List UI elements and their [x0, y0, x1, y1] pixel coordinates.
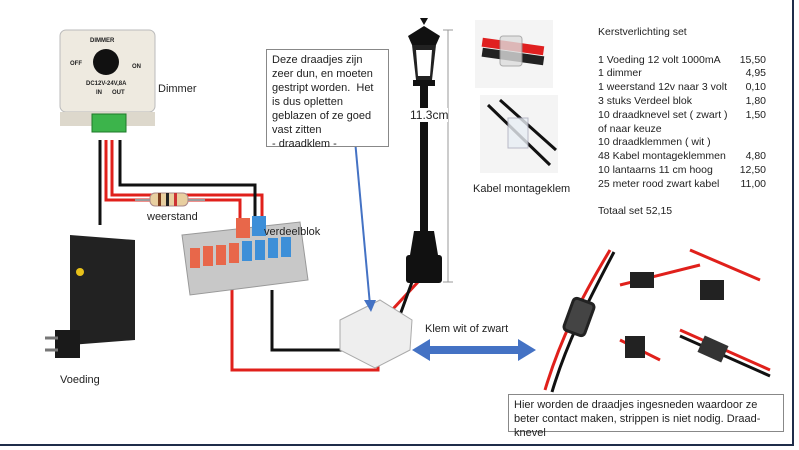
red-wire-lamp: [390, 280, 420, 312]
parts-item-name: 1 weerstand 12v naar 3 volt: [598, 81, 727, 94]
height-label: 11.3cm: [410, 108, 449, 122]
note-draadknevel: Hier worden de draadjes ingesneden waard…: [508, 394, 784, 439]
power-adapter-icon: [45, 235, 135, 358]
parts-item-name: 3 stuks Verdeel blok: [598, 94, 692, 107]
parts-item-price: 1,50: [745, 108, 766, 121]
parts-item: 1 Voeding 12 volt 1000mA 15,50: [598, 54, 766, 68]
klem-label: Klem wit of zwart: [425, 323, 509, 335]
pointer-arrow: [354, 139, 376, 312]
voeding-label: Voeding: [60, 374, 100, 386]
dimmer-in: IN: [96, 90, 102, 96]
parts-item-name: 1 dimmer: [598, 67, 642, 80]
verdeelblok-label: verdeelblok: [264, 226, 321, 238]
parts-list: Kerstverlichting set 1 Voeding 12 volt 1…: [598, 26, 766, 219]
verdeelblok-icon: [181, 216, 309, 296]
black-wire-dimmer: [118, 140, 257, 225]
dimmer-device: DIMMER OFF ON DC12V-24V,8A IN OUT: [59, 29, 156, 133]
weerstand-label: weerstand: [147, 211, 198, 223]
parts-item-price: 1,80: [745, 94, 766, 107]
dimmer-label: Dimmer: [158, 83, 197, 95]
dimmer-off: OFF: [70, 61, 82, 67]
parts-item-name: 25 meter rood zwart kabel: [598, 177, 720, 190]
parts-total: Totaal set 52,15: [598, 205, 673, 218]
parts-item: 1 dimmer 4,95: [598, 67, 766, 81]
parts-item-price: 4,80: [745, 150, 766, 163]
lantern-icon: [406, 18, 442, 283]
parts-item: 48 Kabel montageklemmen 4,80: [598, 150, 766, 164]
dimmer-on: ON: [132, 64, 141, 70]
parts-item-name: 48 Kabel montageklemmen: [598, 150, 726, 163]
parts-item: 10 lantaarns 11 cm hoog 12,50: [598, 164, 766, 178]
height-marker: [443, 29, 453, 283]
parts-item: 10 draadklemmen ( wit ): [598, 136, 766, 150]
parts-item-name: 10 lantaarns 11 cm hoog: [598, 163, 713, 176]
parts-title: Kerstverlichting set: [598, 26, 687, 38]
parts-item-price: 4,95: [745, 67, 766, 80]
parts-item-name: 10 draadknevel set ( zwart ): [598, 108, 728, 121]
double-arrow: [412, 339, 536, 361]
draadklem-icon: [339, 299, 413, 369]
parts-item-price: 12,50: [739, 163, 766, 176]
parts-item-name: 10 draadklemmen ( wit ): [598, 136, 711, 149]
dimmer-terminal: [91, 113, 127, 133]
parts-item-price: 0,10: [745, 81, 766, 94]
parts-item: 25 meter rood zwart kabel 11,00: [598, 178, 766, 192]
dimmer-out: OUT: [112, 90, 125, 96]
black-wires: [98, 140, 414, 352]
kabel-label: Kabel montageklem: [473, 183, 571, 195]
dimmer-rating: DC12V-24V,8A: [86, 81, 127, 87]
resistor-icon: [135, 192, 205, 207]
kabel-montageklem-photo: [475, 20, 558, 173]
draadknevel-photo: [543, 248, 771, 393]
parts-item-price: 11,00: [740, 177, 767, 190]
parts-item: 1 weerstand 12v naar 3 volt 0,10: [598, 81, 766, 95]
parts-item-price: 15,50: [739, 53, 766, 66]
dimmer-title: DIMMER: [90, 38, 115, 44]
note-draadklem: Deze draadjes zijn zeer dun, en moeten g…: [266, 49, 389, 150]
parts-item: 3 stuks Verdeel blok 1,80: [598, 95, 766, 109]
parts-item: 10 draadknevel set ( zwart ) 1,50: [598, 109, 766, 123]
parts-item-name: of naar keuze: [598, 122, 662, 135]
black-wire-lamp: [398, 281, 414, 316]
parts-item: of naar keuze: [598, 123, 766, 137]
parts-item-name: 1 Voeding 12 volt 1000mA: [598, 53, 721, 66]
dimmer-knob[interactable]: [93, 49, 119, 75]
